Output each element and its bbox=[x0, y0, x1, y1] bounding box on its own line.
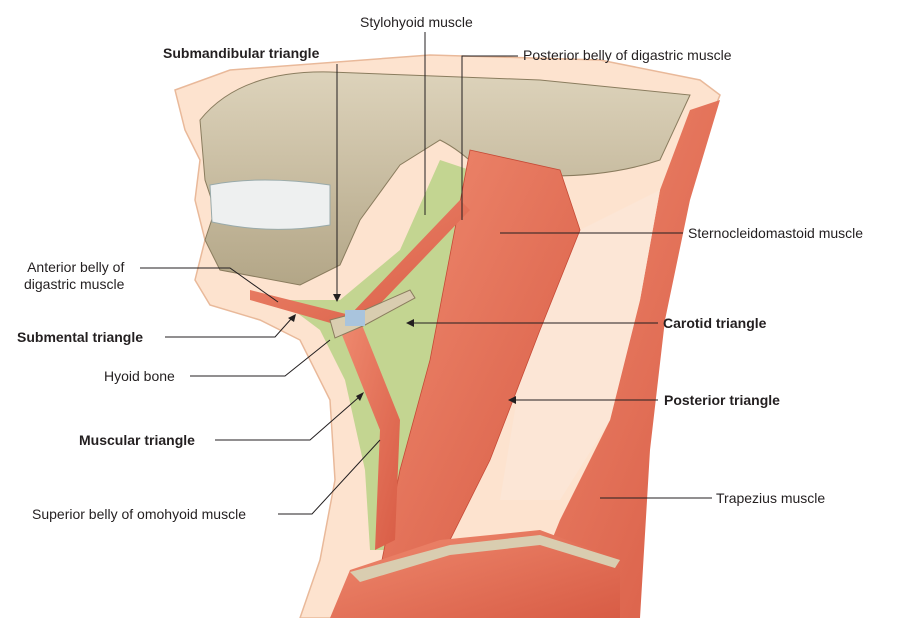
posterior-triangle-area bbox=[500, 190, 660, 500]
label-hyoid-bone: Hyoid bone bbox=[104, 368, 175, 384]
label-stylohyoid: Stylohyoid muscle bbox=[360, 14, 473, 30]
skull bbox=[199, 71, 691, 286]
leader-lines bbox=[140, 32, 712, 515]
hyoid-tendon bbox=[345, 310, 365, 326]
omohyoid-shape bbox=[340, 320, 400, 550]
label-submandibular-triangle: Submandibular triangle bbox=[163, 45, 320, 61]
label-sternocleidomastoid: Sternocleidomastoid muscle bbox=[688, 225, 864, 241]
label-trapezius: Trapezius muscle bbox=[716, 490, 826, 506]
label-carotid-triangle: Carotid triangle bbox=[663, 315, 767, 331]
arrowheads bbox=[288, 294, 516, 404]
label-posterior-digastric: Posterior belly of digastric muscle bbox=[523, 47, 732, 63]
label-submental-triangle: Submental triangle bbox=[17, 329, 144, 345]
teeth bbox=[209, 179, 331, 230]
label-muscular-triangle: Muscular triangle bbox=[79, 432, 195, 448]
label-omohyoid: Superior belly of omohyoid muscle bbox=[32, 506, 246, 522]
label-posterior-triangle: Posterior triangle bbox=[664, 392, 780, 408]
clavicle-shape bbox=[330, 530, 620, 618]
digastric-shape bbox=[250, 200, 470, 330]
label-anterior-digastric-line2: digastric muscle bbox=[24, 276, 125, 292]
clavicle-bone bbox=[350, 535, 620, 582]
label-anterior-digastric-line1: Anterior belly of bbox=[27, 259, 125, 275]
trapezius-shape bbox=[520, 100, 720, 618]
label-anterior-digastric: Anterior belly of digastric muscle bbox=[24, 259, 124, 293]
sternocleidomastoid-shape bbox=[379, 149, 581, 571]
